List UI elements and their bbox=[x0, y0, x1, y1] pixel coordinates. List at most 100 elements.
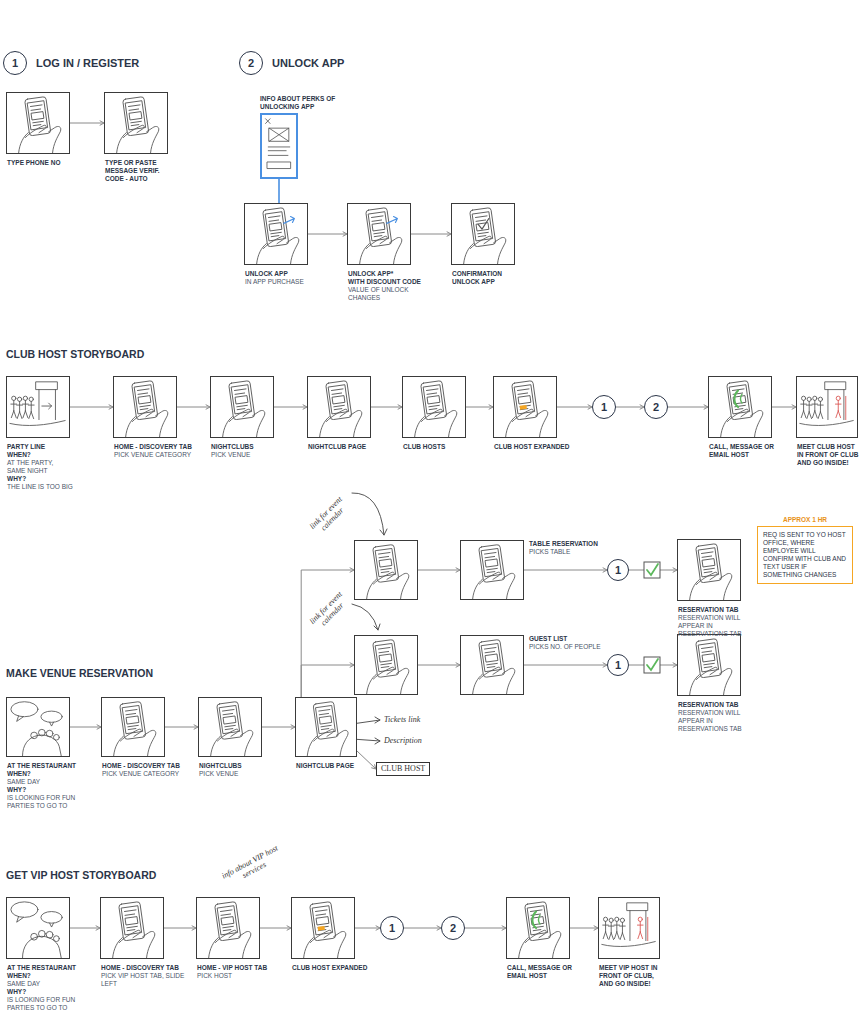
sketch-stroke bbox=[611, 922, 612, 932]
sketch-stroke bbox=[23, 735, 62, 756]
caption-wrap: GUEST LISTPICKS NO. OF PEOPLE bbox=[529, 635, 611, 651]
leader-line bbox=[352, 493, 384, 535]
sketch-stroke bbox=[373, 667, 394, 679]
caption-subtitle: PICK VENUE bbox=[211, 451, 301, 459]
sketch-stroke bbox=[366, 208, 392, 247]
sketch-stroke bbox=[33, 125, 41, 126]
step-circle: 2 bbox=[644, 395, 668, 419]
caption-title: TYPE OR PASTE MESSAGE VERIF. CODE - AUTO bbox=[105, 159, 177, 183]
sketch-stroke bbox=[647, 917, 648, 940]
sketch-stroke bbox=[54, 734, 60, 740]
sketch-stroke bbox=[836, 396, 840, 400]
sketch-stroke bbox=[835, 404, 841, 405]
sketch-stroke bbox=[269, 128, 289, 141]
caption-subtitle: PICK VENUE bbox=[199, 770, 289, 778]
connector bbox=[570, 926, 598, 930]
caption-title: WHEN? bbox=[7, 770, 87, 778]
sketch-stroke bbox=[479, 544, 505, 582]
sketch-stroke bbox=[701, 647, 713, 649]
sketch-stroke bbox=[549, 931, 561, 958]
storyboard-frame: NIGHTCLUBSPICK VENUE bbox=[210, 376, 274, 438]
leader-head bbox=[375, 738, 380, 744]
sketch-stroke bbox=[132, 381, 158, 420]
caption-title: CALL, MESSAGE OR EMAIL HOST bbox=[507, 964, 581, 980]
sketch-stroke bbox=[23, 411, 25, 418]
sketch-stroke bbox=[696, 544, 722, 583]
sketch-stroke bbox=[538, 915, 539, 924]
sketch-stroke bbox=[31, 112, 43, 120]
caption-subtitle: SAME DAY bbox=[7, 980, 87, 988]
connector-line bbox=[274, 407, 307, 408]
caption-wrap: NIGHTCLUBSPICK VENUE bbox=[199, 762, 289, 778]
connector-line bbox=[164, 928, 196, 929]
sketch-stroke bbox=[479, 639, 505, 677]
caption-title: NIGHTCLUB PAGE bbox=[308, 443, 396, 451]
sketch-stroke bbox=[638, 932, 640, 939]
sketch-illustration bbox=[507, 898, 569, 958]
sketch-stroke bbox=[475, 216, 487, 218]
sketch-stroke bbox=[484, 647, 496, 649]
sketch-stroke bbox=[46, 730, 53, 737]
sketch-stroke bbox=[31, 109, 41, 110]
caption-wrap: CALL, MESSAGE OR EMAIL HOST bbox=[709, 443, 783, 459]
sketch-stroke bbox=[487, 572, 495, 573]
step-circle: 1LOG IN / REGISTER bbox=[3, 51, 27, 75]
sketch-stroke bbox=[239, 931, 251, 958]
sketch-stroke bbox=[379, 559, 391, 567]
sketch-stroke bbox=[378, 552, 390, 554]
storyboard-frame: CLUB HOSTS bbox=[402, 376, 466, 438]
label-wrap: MAKE VENUE RESERVATION bbox=[6, 667, 153, 679]
sketch-stroke bbox=[485, 559, 497, 567]
connector bbox=[404, 926, 441, 930]
sketch-illustration bbox=[262, 115, 296, 177]
storyboard-frame: RESERVATION TABRESERVATION WILL APPEAR I… bbox=[677, 539, 741, 601]
caption-title: WHY? bbox=[7, 475, 73, 483]
sketch-stroke bbox=[445, 410, 457, 437]
sketch-stroke bbox=[836, 411, 838, 418]
sketch-stroke bbox=[326, 381, 352, 420]
storyboard-frame: HOME - DISCOVERY TABPICK VENUE CATEGORY bbox=[113, 376, 177, 438]
connector bbox=[772, 405, 796, 409]
caption-title: WITH DISCOUNT CODE bbox=[348, 278, 428, 286]
sketch-stroke bbox=[271, 236, 279, 237]
connector bbox=[279, 179, 280, 203]
section-heading: LOG IN / REGISTER bbox=[36, 57, 139, 70]
sketch-stroke bbox=[241, 730, 253, 756]
sketch-stroke bbox=[221, 917, 233, 925]
connector-line bbox=[301, 570, 354, 697]
sketch-stroke bbox=[479, 544, 505, 582]
connector-line bbox=[70, 407, 113, 408]
sketch-stroke bbox=[319, 713, 328, 714]
sketch-stroke bbox=[704, 667, 712, 668]
sketch-stroke bbox=[701, 552, 713, 554]
sketch-stroke bbox=[332, 393, 342, 394]
storyboard-frame: AT THE RESTAURANTWHEN?SAME DAYWHY?IS LOO… bbox=[6, 697, 70, 757]
sketch-stroke bbox=[603, 925, 609, 926]
connector bbox=[466, 405, 493, 409]
caption-title: CALL, MESSAGE OR EMAIL HOST bbox=[709, 443, 783, 459]
sketch-stroke bbox=[269, 223, 281, 231]
sketch-stroke bbox=[336, 730, 348, 756]
step-number: 1 bbox=[389, 923, 395, 934]
sketch-stroke bbox=[533, 930, 541, 931]
caption-wrap: AT THE RESTAURANTWHEN?SAME DAYWHY?IS LOO… bbox=[7, 964, 87, 1012]
sketch-stroke bbox=[614, 925, 620, 926]
sketch-stroke bbox=[321, 725, 331, 726]
caption-subtitle: THE LINE IS TOO BIG bbox=[7, 483, 73, 491]
storyboard-heading: GET VIP HOST STORYBOARD bbox=[6, 869, 156, 881]
connector bbox=[70, 121, 104, 125]
sketch-stroke bbox=[640, 932, 642, 939]
caption-title: AT THE RESTAURANT bbox=[7, 964, 87, 972]
step-circle: 1 bbox=[592, 395, 616, 419]
connector bbox=[371, 405, 402, 409]
sketch-stroke bbox=[818, 412, 820, 419]
sketch-stroke bbox=[129, 109, 139, 110]
storyboard-frame: HOME - DISCOVERY TABPICK VIP HOST TAB, S… bbox=[100, 897, 164, 959]
caption-wrap: CONFIRMATION UNLOCK APP bbox=[452, 270, 522, 286]
storyboard-frame: UNLOCK APP*WITH DISCOUNT CODEVALUE OF UN… bbox=[347, 203, 411, 265]
caption-subtitle: RESERVATION WILL APPEAR IN RESERVATIONS … bbox=[678, 614, 758, 638]
sketch-stroke bbox=[503, 668, 515, 694]
caption-wrap: HOME - VIP HOST TABPICK HOST bbox=[197, 964, 287, 980]
check-mark bbox=[647, 659, 658, 670]
sketch-stroke bbox=[381, 663, 392, 664]
